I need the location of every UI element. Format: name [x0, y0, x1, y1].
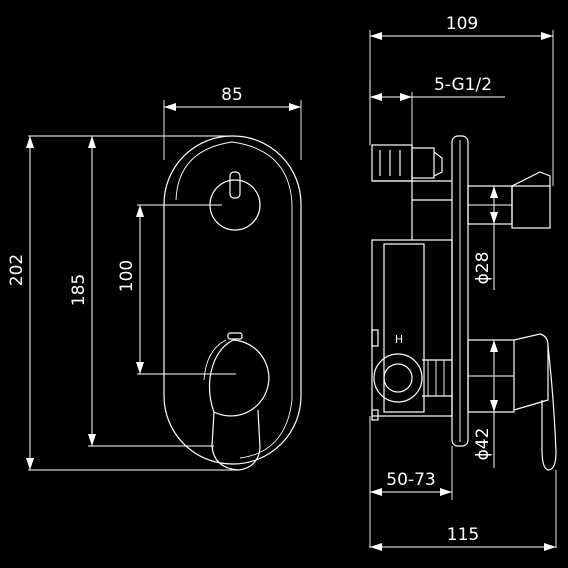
mixer-lever: [203, 332, 270, 471]
dim-label-50-73: 50-73: [386, 470, 435, 490]
dim-install-depth: 50-73: [370, 470, 452, 496]
dim-center-distance: 100: [117, 205, 144, 374]
cover-plate: [163, 135, 302, 465]
dim-total-height: 202: [7, 136, 34, 470]
valve-body: [371, 144, 453, 417]
dim-side-depth-top: 109: [370, 14, 553, 40]
dim-front-width: 85: [164, 85, 301, 111]
dim-label-phi42: ϕ42: [473, 428, 493, 461]
side-view: H: [369, 30, 557, 548]
cover-plate-inner-edge: [175, 141, 293, 459]
hot-marking: H: [395, 333, 403, 346]
dim-label-85: 85: [221, 85, 243, 105]
front-view: [28, 100, 302, 471]
side-outlet: [371, 329, 452, 421]
dim-label-thread: 5-G1/2: [434, 75, 492, 95]
dim-side-depth-bottom: 115: [370, 525, 556, 551]
dim-label-185: 185: [69, 274, 89, 306]
side-knob: [467, 171, 551, 229]
dim-label-115: 115: [447, 525, 479, 545]
dim-thread: 5-G1/2: [370, 75, 505, 101]
dim-lever-diameter: ϕ42: [473, 340, 498, 468]
diverter-knob-slot: [229, 171, 241, 199]
dim-knob-diameter: ϕ28: [473, 186, 498, 290]
dim-label-202: 202: [7, 254, 27, 286]
dim-plate-height: 185: [69, 136, 96, 446]
dim-label-109: 109: [446, 14, 478, 34]
dim-label-phi28: ϕ28: [473, 252, 493, 285]
dim-label-100: 100: [117, 260, 137, 292]
